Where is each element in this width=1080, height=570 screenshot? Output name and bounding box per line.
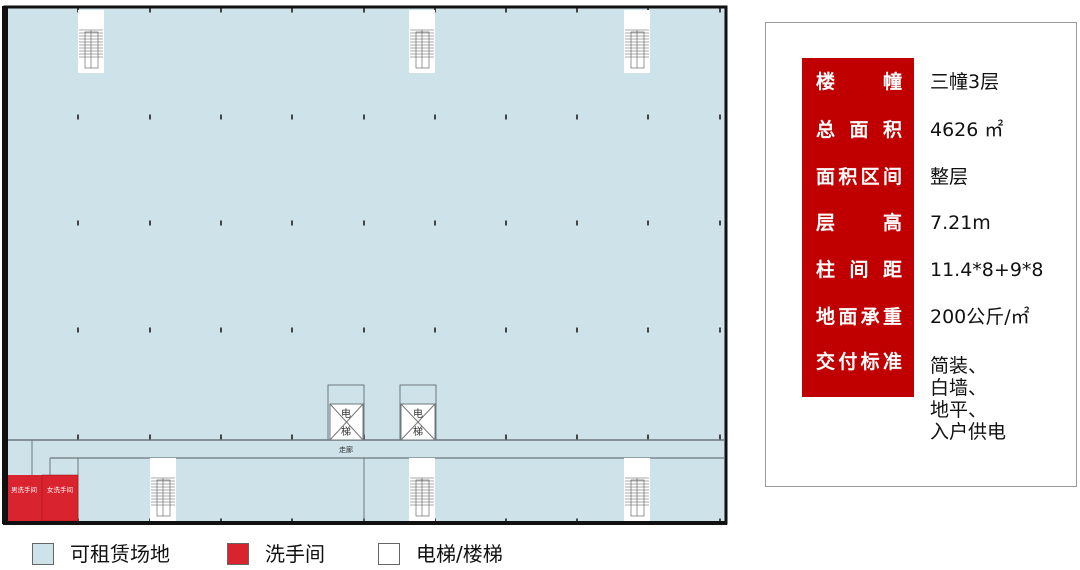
info-label-delivery-standard: 交付标准 xyxy=(816,351,902,373)
column xyxy=(291,434,293,440)
column xyxy=(576,114,578,120)
column xyxy=(149,7,151,13)
column xyxy=(647,114,649,120)
elevator-label: 电 xyxy=(341,407,351,420)
elevator: 电 梯 xyxy=(327,384,365,441)
column xyxy=(505,114,507,120)
legend-label-elevator-stairs: 电梯/楼梯 xyxy=(416,542,503,566)
column xyxy=(576,327,578,333)
column xyxy=(77,114,79,120)
column xyxy=(77,220,79,226)
column xyxy=(576,434,578,440)
column xyxy=(505,7,507,13)
column xyxy=(505,220,507,226)
toilet-women xyxy=(41,474,79,522)
column xyxy=(363,114,365,120)
info-label-column-spacing: 柱间距 xyxy=(816,259,902,281)
elevator: 电 梯 xyxy=(399,384,437,441)
column xyxy=(505,327,507,333)
column xyxy=(719,7,721,13)
info-label-total-area: 总面积 xyxy=(816,119,902,141)
toilet-women-label: 女洗手间 xyxy=(47,485,73,494)
column xyxy=(363,327,365,333)
stairwells xyxy=(78,10,650,521)
legend-swatch-elevator-stairs xyxy=(378,543,400,565)
column xyxy=(149,327,151,333)
info-value-building: 三幢3层 xyxy=(930,71,1000,93)
elevator-label: 梯 xyxy=(413,425,423,438)
floor-plan: 走廊 男洗手间 女洗手间 电 梯 电 梯 xyxy=(2,5,728,525)
column xyxy=(220,434,222,440)
info-value-delivery-standard: 简装、 白墙、 地平、 入户供电 xyxy=(930,355,1007,443)
column xyxy=(149,220,151,226)
column xyxy=(291,220,293,226)
stairwell xyxy=(150,458,176,521)
column xyxy=(719,434,721,440)
info-value-column-spacing: 11.4*8+9*8 xyxy=(930,259,1044,281)
stairwell xyxy=(78,10,104,73)
column xyxy=(220,114,222,120)
elevator-label: 电 xyxy=(413,407,423,420)
legend-swatch-rentable xyxy=(32,543,54,565)
info-label-area-range: 面积区间 xyxy=(816,166,902,188)
toilet-men-label: 男洗手间 xyxy=(11,485,37,494)
column xyxy=(719,220,721,226)
corridor-label: 走廊 xyxy=(339,445,353,454)
toilet-men xyxy=(7,475,42,521)
info-label-building: 楼幢 xyxy=(816,71,902,93)
column xyxy=(505,434,507,440)
column xyxy=(647,220,649,226)
stairwell xyxy=(409,458,435,521)
info-label-floor-height: 层高 xyxy=(816,212,902,234)
elevator-label: 梯 xyxy=(341,425,351,438)
column xyxy=(719,327,721,333)
info-value-area-range: 整层 xyxy=(930,166,969,188)
column xyxy=(576,220,578,226)
column xyxy=(77,434,79,440)
legend-label-rentable: 可租赁场地 xyxy=(70,542,170,566)
column xyxy=(220,7,222,13)
column xyxy=(647,434,649,440)
info-label-floor-load: 地面承重 xyxy=(816,306,902,328)
rentable-area xyxy=(5,7,726,523)
info-value-floor-load: 200公斤/㎡ xyxy=(930,306,1030,328)
info-panel xyxy=(765,22,1077,487)
stairwell xyxy=(624,458,650,521)
column xyxy=(149,114,151,120)
column xyxy=(220,327,222,333)
column xyxy=(434,220,436,226)
column xyxy=(434,114,436,120)
column xyxy=(77,327,79,333)
info-value-floor-height: 7.21m xyxy=(930,212,991,234)
stairwell xyxy=(624,10,650,73)
column xyxy=(291,327,293,333)
column xyxy=(576,7,578,13)
info-value-total-area: 4626 ㎡ xyxy=(930,119,1004,141)
legend-swatch-toilet xyxy=(227,543,249,565)
column xyxy=(291,114,293,120)
column xyxy=(434,327,436,333)
column xyxy=(363,220,365,226)
column xyxy=(719,114,721,120)
column xyxy=(363,7,365,13)
column xyxy=(220,220,222,226)
info-label-column xyxy=(802,58,914,397)
column xyxy=(647,327,649,333)
stairwell xyxy=(409,10,435,73)
column xyxy=(149,434,151,440)
column xyxy=(291,7,293,13)
legend-label-toilet: 洗手间 xyxy=(265,542,325,566)
